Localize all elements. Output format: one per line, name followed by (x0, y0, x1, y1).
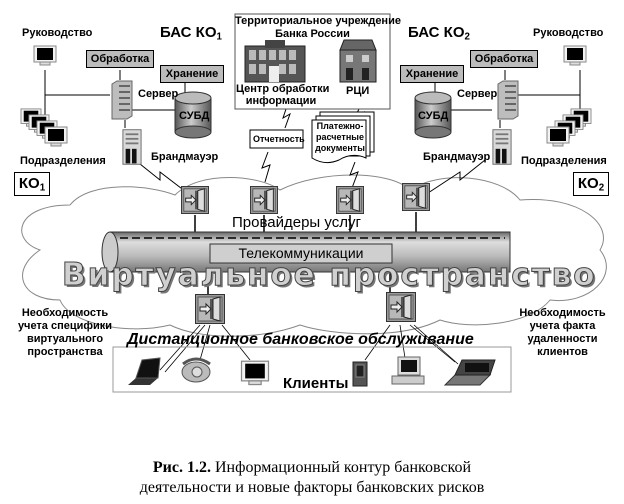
caption-label: Рис. 1.2. (152, 459, 211, 476)
ko2-sub: 2 (598, 182, 605, 194)
bas-ko1-label: БАС КО1 (160, 24, 222, 42)
database-icon (174, 91, 212, 139)
gateway-door-icon (336, 185, 364, 215)
ko1-sub: 1 (39, 182, 46, 194)
right-storage-box: Хранение (400, 65, 464, 83)
firewall-icon (122, 129, 142, 165)
ko2-prefix: КО (577, 175, 599, 192)
left-server-label: Сервер (138, 88, 179, 100)
central-bank-title-line1: Территориальное учреждение (235, 15, 401, 27)
bas-ko1-prefix: БАС КО (160, 24, 217, 41)
gateway-door-icon (402, 182, 430, 212)
bas-ko2-prefix: БАС КО (408, 24, 465, 41)
data-center-line2: информации (245, 95, 317, 107)
reporting-label: Отчетность (253, 134, 305, 144)
right-dbms-label: СУБД (418, 110, 449, 122)
left-note: Необходимость учета специфики виртуально… (10, 307, 120, 359)
building-icon (339, 39, 377, 83)
right-firewall-label: Брандмауэр (423, 151, 491, 163)
database-icon (414, 91, 452, 139)
left-note-line2: учета специфики (17, 320, 113, 332)
monitor-icon (20, 108, 68, 147)
clients-box (112, 346, 512, 393)
payment-docs-line3: документы (315, 143, 365, 153)
central-bank-title: Территориальное учреждение Банка России (235, 15, 401, 41)
desktop-computer-icon (391, 356, 425, 385)
laptop-icon (443, 359, 496, 386)
right-note-line4: клиентов (537, 346, 588, 358)
payment-docs-line2: расчетные (316, 132, 364, 142)
gateway-door-icon (386, 291, 416, 323)
left-departments-label: Подразделения (20, 155, 106, 167)
server-icon (497, 80, 519, 120)
pda-icon (352, 361, 368, 387)
left-note-line4: пространства (27, 346, 103, 358)
left-management-label: Руководство (22, 27, 93, 39)
figure-caption: Рис. 1.2. Информационный контур банковск… (0, 458, 624, 498)
right-processing-box: Обработка (470, 50, 538, 68)
monitor-icon (240, 360, 270, 386)
monitor-icon (563, 45, 587, 66)
telecom-label: Телекоммуникации (238, 245, 364, 261)
reporting-doc (249, 129, 304, 149)
gateway-door-icon (181, 185, 209, 215)
caption-line2: деятельности и новые факторы банковских … (139, 479, 485, 496)
bas-ko2-label: БАС КО2 (408, 24, 470, 42)
pipe-icon (101, 231, 511, 273)
gateway-door-icon (250, 185, 278, 215)
building-icon (244, 40, 306, 83)
ko2-box: КО2 (573, 172, 609, 196)
caption-line1-text: Информационный контур банковской (211, 459, 472, 476)
right-note-line2: учета факта (529, 320, 596, 332)
payment-docs-line1: Платежно- (316, 121, 364, 131)
right-management-label: Руководство (533, 27, 604, 39)
central-bank-title-line2: Банка России (275, 28, 350, 40)
laptop-icon (128, 357, 161, 385)
payment-docs-icon (311, 111, 375, 164)
right-note-line3: удаленности (527, 333, 598, 345)
providers-label: Провайдеры услуг (232, 214, 361, 231)
payment-docs-label: Платежно- расчетные документы (312, 121, 368, 154)
ko1-box: КО1 (14, 172, 50, 196)
right-note: Необходимость учета факта удаленности кл… (505, 307, 620, 359)
clients-label: Клиенты (283, 375, 349, 392)
left-processing-box: Обработка (86, 50, 154, 68)
right-departments-label: Подразделения (521, 155, 607, 167)
ko1-prefix: КО (18, 175, 40, 192)
caption-line1: Рис. 1.2. Информационный контур банковск… (0, 458, 624, 478)
remote-banking-label: Дистанционное банковское обслуживание (127, 331, 474, 348)
virtual-space-label: Виртуальное пространство (62, 257, 597, 294)
right-note-line1: Необходимость (519, 307, 606, 319)
bas-ko2-sub: 2 (464, 31, 470, 43)
left-note-line3: виртуального (26, 333, 104, 345)
left-note-line1: Необходимость (21, 307, 109, 319)
right-server-label: Сервер (457, 88, 498, 100)
left-storage-box: Хранение (160, 65, 224, 83)
firewall-icon (492, 129, 512, 165)
gateway-door-icon (195, 293, 225, 325)
left-firewall-label: Брандмауэр (151, 151, 219, 163)
left-dbms-label: СУБД (179, 110, 210, 122)
data-center-line1: Центр обработки (236, 83, 330, 95)
server-icon (111, 80, 133, 120)
rci-label: РЦИ (346, 85, 370, 97)
monitor-icon (33, 45, 57, 66)
bas-ko1-sub: 1 (216, 31, 222, 43)
monitor-icon (546, 108, 592, 147)
telephone-icon (181, 357, 211, 383)
data-center-label: Центр обработки информации (236, 83, 330, 107)
